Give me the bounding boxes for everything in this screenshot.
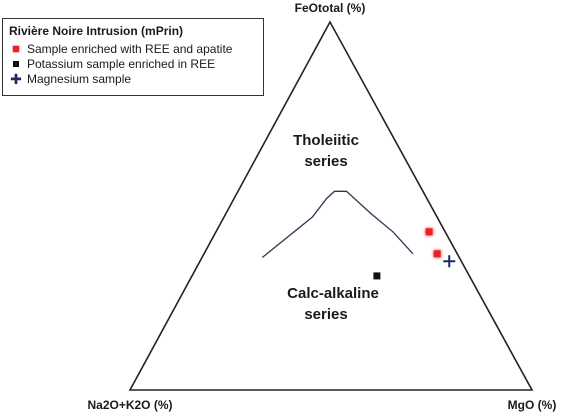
vertex-label-mgo: MgO (%) (508, 398, 557, 412)
vertex-label-alkali: Na2O+K2O (%) (87, 398, 172, 412)
region-label-calc-alkaline-line2: series (304, 306, 347, 323)
legend: Rivière Noire Intrusion (mPrin) Sample e… (2, 18, 264, 96)
red-square-icon (9, 43, 23, 55)
region-label-tholeiitic-line1: Tholeiitic (293, 132, 359, 149)
tholeiitic-calc-alkaline-boundary (261, 190, 414, 259)
data-point-series-0-1 (433, 250, 441, 258)
data-points (373, 228, 456, 280)
legend-title: Rivière Noire Intrusion (mPrin) (9, 24, 184, 38)
vertex-label-feo: FeOtotal (%) (295, 1, 366, 15)
region-label-calc-alkaline-line1: Calc-alkaline (287, 285, 379, 302)
ternary-triangle (128, 20, 534, 391)
legend-label: Sample enriched with REE and apatite (27, 41, 233, 56)
data-point-series-1-0 (373, 272, 381, 280)
black-square-icon (9, 58, 23, 70)
data-point-series-2-0 (443, 255, 456, 268)
legend-item-ree-apatite: Sample enriched with REE and apatite (9, 41, 257, 56)
legend-item-potassium: Potassium sample enriched in REE (9, 56, 257, 71)
legend-label: Magnesium sample (27, 71, 132, 86)
plus-icon: ✚ (10, 70, 22, 87)
data-point-series-0-0 (425, 228, 433, 236)
legend-item-magnesium: ✚ Magnesium sample (9, 71, 257, 86)
region-label-tholeiitic-line2: series (304, 153, 347, 170)
legend-label: Potassium sample enriched in REE (27, 56, 216, 71)
